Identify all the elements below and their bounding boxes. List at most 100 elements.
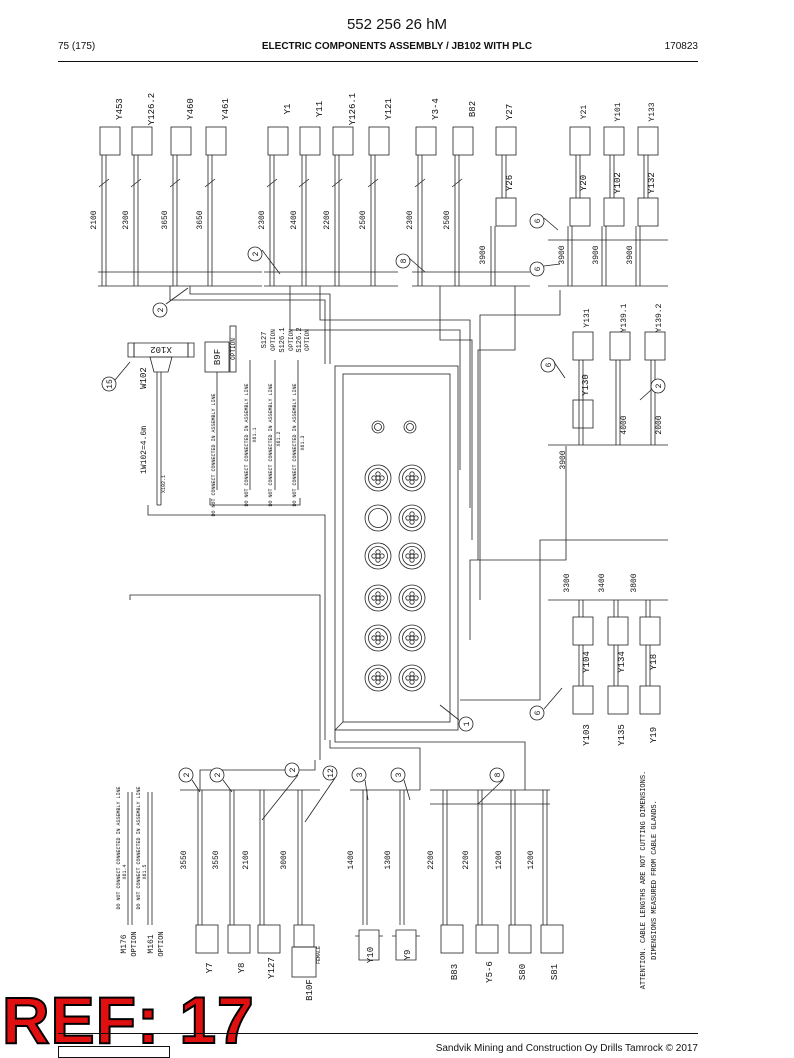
- cable-y130: [572, 399, 594, 429]
- option-label: M161: [147, 934, 156, 953]
- cable-y139.1: [609, 331, 631, 445]
- valve-label: Y102: [613, 172, 623, 194]
- b9f-label: B9F: [213, 349, 223, 365]
- cable-length: 2300: [258, 210, 267, 229]
- valve-label: B82: [468, 101, 478, 117]
- cable-length: 3900: [559, 450, 568, 469]
- valve-label: Y139.2: [655, 303, 664, 332]
- callout-8: 1: [458, 716, 474, 732]
- option-item: OPTION: [270, 329, 277, 351]
- cable-gland: [398, 584, 426, 612]
- valve-label: Y126.1: [348, 93, 358, 125]
- callout-15: 3: [390, 767, 406, 783]
- do-not-connect-note: DO NOT CONNECT CONNECTED IN ASSEMBLY LIN…: [116, 786, 122, 909]
- callout-number: 6: [534, 710, 543, 715]
- callout-leader: [403, 779, 411, 801]
- cable-y139.2: [644, 331, 666, 445]
- wire-tag: X61.3: [300, 435, 306, 450]
- cable-length: 3550: [180, 850, 189, 869]
- callout-leader: [304, 777, 336, 823]
- cable-groups: [98, 126, 666, 978]
- cable-length-x102: 1W102=4.6m: [140, 426, 149, 474]
- valve-label: Y104: [582, 651, 592, 673]
- callout-14: 3: [351, 767, 367, 783]
- cable-length: 2500: [443, 210, 452, 229]
- valve-label: Y20: [579, 175, 589, 191]
- callout-number: 6: [545, 362, 554, 367]
- cable-y126.1: [331, 126, 354, 286]
- cable-gland: [364, 542, 392, 570]
- component-label: Y10: [366, 947, 376, 963]
- page-title: ELECTRIC COMPONENTS ASSEMBLY / JB102 WIT…: [261, 41, 533, 52]
- callout-5: 15: [101, 376, 117, 392]
- callout-4: 6: [529, 213, 545, 229]
- component-label: Y127: [267, 957, 277, 979]
- cable-y131: [572, 331, 594, 445]
- attention-note: DIMENSIONS MEASURED FROM CABLE GLANDS.: [651, 800, 659, 960]
- callout-leader: [408, 257, 426, 273]
- callout-6: 6: [540, 357, 556, 373]
- callout-leader: [439, 704, 460, 721]
- x102-connector: [127, 342, 195, 506]
- valve-label: Y21: [580, 105, 589, 120]
- cable-gland: [364, 624, 392, 652]
- callout-16: 8: [489, 767, 505, 783]
- valve-label: Y27: [505, 104, 515, 120]
- cable-b83: [440, 790, 464, 954]
- option-item: S126.1: [279, 327, 287, 352]
- cable-y27-y26: [490, 126, 517, 286]
- callout-number: 2: [157, 307, 166, 312]
- valve-label: Y460: [186, 98, 196, 120]
- callout-number: 8: [494, 772, 503, 777]
- component-label: S81: [550, 964, 560, 980]
- cable-gland: [398, 664, 426, 692]
- cable-y453: [98, 126, 121, 286]
- callout-number: 6: [534, 266, 543, 271]
- callout-number: 2: [289, 767, 298, 772]
- cable-y11: [298, 126, 321, 286]
- callout-leader: [543, 687, 563, 710]
- callout-3: 6: [529, 261, 545, 277]
- callout-0: 2: [152, 302, 168, 318]
- page-number: 75 (175): [58, 41, 96, 52]
- callout-leader: [165, 287, 189, 305]
- cable-length: 2100: [242, 850, 251, 869]
- option-label: OPTION: [131, 931, 139, 956]
- cable-length: 3650: [161, 210, 170, 229]
- wire-tag: X61.4: [122, 864, 128, 879]
- cable-length: 1200: [495, 850, 504, 869]
- callout-leader: [543, 263, 561, 267]
- callout-leader: [477, 779, 504, 805]
- cable-y1: [266, 126, 289, 286]
- cable-length: 3650: [196, 210, 205, 229]
- cable-length: 3900: [558, 245, 567, 264]
- cable-length: 3900: [626, 245, 635, 264]
- cable-y127: [257, 790, 281, 954]
- do-not-connect-note: DO NOT CONNECT CONNECTED IN ASSEMBLY LIN…: [268, 383, 274, 506]
- valve-label: Y131: [583, 308, 592, 327]
- valve-label: Y101: [614, 102, 623, 121]
- component-label: B10F: [305, 979, 315, 1001]
- cable-length: 2100: [90, 210, 99, 229]
- callout-leader: [553, 361, 566, 379]
- cable-b10f: [291, 790, 317, 978]
- option-label: OPTION: [158, 931, 166, 956]
- cable-y8: [227, 790, 251, 954]
- option-item: S126.2: [296, 327, 304, 352]
- wire-tag: X61.1: [252, 427, 258, 442]
- header-rule: [58, 61, 698, 62]
- callout-leader: [222, 779, 233, 793]
- cable-gland: [364, 464, 392, 492]
- cable-length: 3900: [592, 245, 601, 264]
- document-date: 170823: [664, 41, 698, 52]
- callout-number: 15: [106, 379, 115, 389]
- cable-length: 2400: [290, 210, 299, 229]
- cable-gland: [398, 504, 426, 532]
- callout-leader: [114, 361, 131, 381]
- cable-length: 4000: [620, 415, 629, 434]
- valve-label: Y453: [115, 98, 125, 120]
- top-wiring-frame: [98, 239, 668, 790]
- cable-y5-6: [475, 790, 499, 954]
